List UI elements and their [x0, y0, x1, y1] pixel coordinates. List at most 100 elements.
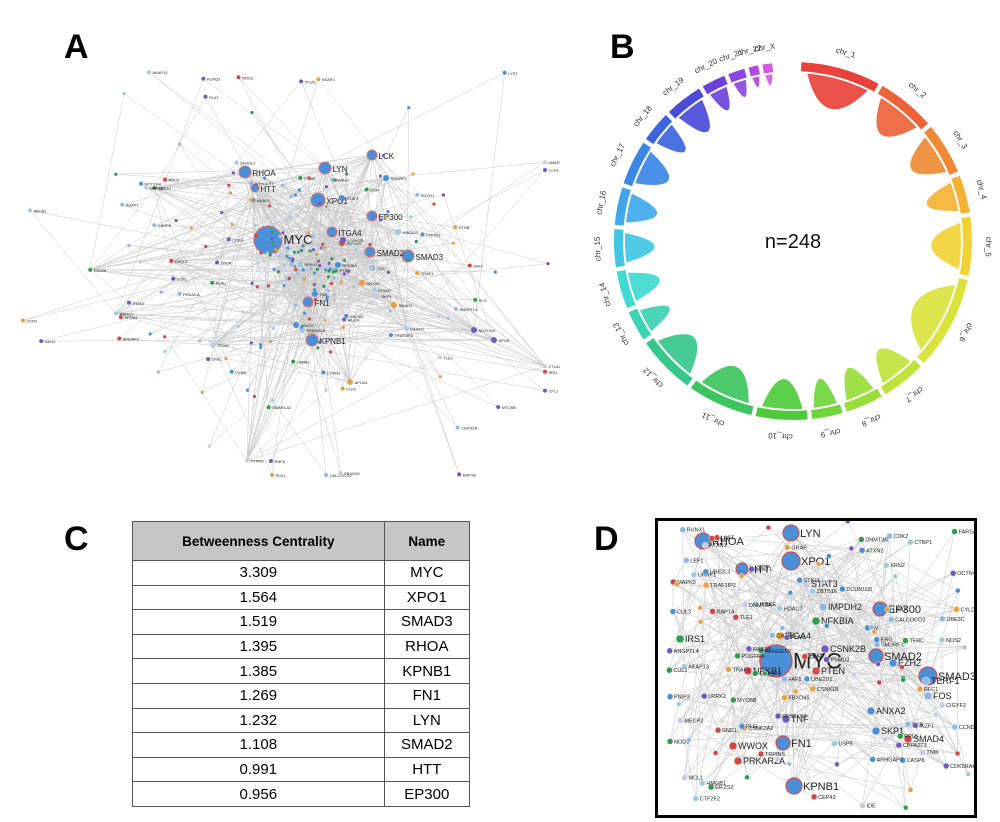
node-tnf	[312, 291, 318, 297]
panel-d-letter: D	[594, 520, 619, 558]
zoom-label-smurf1: SMURF1	[881, 643, 904, 649]
network-d-node	[954, 750, 961, 757]
network-a-node	[311, 248, 315, 252]
node-label-lyn: LYN	[333, 165, 348, 174]
node-ube2d1	[395, 229, 401, 235]
network-d-edge	[741, 726, 748, 778]
network-d-edge	[715, 575, 896, 754]
network-a-node	[312, 235, 316, 239]
network-a-edge	[288, 278, 495, 341]
chord-label-chr-1: chr_1	[835, 46, 857, 60]
network-a-edge	[289, 177, 387, 279]
network-a-edge	[154, 167, 326, 189]
network-a-edge	[371, 215, 412, 218]
table-cell-name: RHOA	[383, 633, 471, 660]
node-xpo1	[310, 192, 326, 208]
network-d-node	[881, 736, 888, 743]
network-a-edge	[361, 241, 417, 284]
node-smurf2	[117, 336, 122, 341]
chord-band-chr-20	[702, 75, 728, 95]
network-a-edge	[318, 273, 363, 284]
node-rhoa	[238, 165, 252, 179]
network-a-edge	[90, 269, 130, 303]
table-cell-value: 1.564	[132, 584, 385, 611]
network-a-edge	[406, 107, 409, 329]
network-a-edge	[225, 358, 351, 383]
network-d-edge	[813, 724, 909, 798]
network-d-edge	[669, 696, 958, 754]
network-a-node	[281, 183, 285, 187]
chord-band-chr-12	[645, 337, 693, 386]
network-d-node	[697, 605, 703, 611]
network-a-edge	[353, 251, 371, 287]
zoom-node-ube3c	[939, 615, 946, 623]
node-label-rnf6: RNF6	[274, 459, 285, 464]
zoom-node-cul3	[669, 608, 677, 615]
network-d-edge	[812, 591, 909, 740]
zoom-node-ube2d1	[803, 675, 811, 683]
zoom-node-l6st	[713, 534, 721, 541]
network-a-edge	[380, 175, 407, 329]
node-cdk4	[226, 237, 231, 242]
network-d-nodes: MYCXPO1SMAD3RHOAKPNB1FN1LYNSMAD2HTTEP300…	[666, 521, 974, 811]
zoom-label-impdh2: IMPDH2	[828, 602, 862, 612]
network-a-node	[451, 241, 456, 245]
network-a-edge	[246, 250, 311, 461]
zoom-node-irs1	[675, 634, 685, 644]
network-a-node	[263, 176, 267, 180]
network-a-edge	[314, 293, 439, 318]
zoom-node-xrn2	[882, 561, 890, 569]
chord-band-chr-3	[923, 126, 958, 176]
zoom-label-uhrf1: UHRF1	[698, 573, 716, 579]
network-d-edge	[768, 527, 957, 610]
chord-band-chr-17	[623, 142, 651, 187]
network-a-node	[318, 201, 322, 205]
network-d-edge	[669, 608, 881, 652]
table-cell-name: LYN	[383, 707, 471, 734]
network-d: MYCXPO1SMAD3RHOAKPNB1FN1LYNSMAD2HTTEP300…	[666, 521, 974, 811]
network-a-edge	[140, 183, 309, 303]
network-a-edge	[309, 250, 313, 341]
network-d-edge	[793, 606, 824, 787]
network-a-node	[290, 272, 294, 276]
network-a-edge	[238, 264, 339, 327]
network-d-edge	[876, 609, 957, 641]
network-a-edge	[369, 177, 387, 253]
network-a-edge	[410, 231, 495, 341]
node-label-apoa1: APOA1	[124, 315, 138, 320]
zoom-node-xpo1	[781, 551, 801, 571]
node-akap13	[146, 70, 151, 75]
network-a-node	[236, 324, 240, 328]
node-label-xpo1: XPO1	[327, 197, 349, 206]
network-a-node	[276, 270, 281, 274]
network-d-edge	[782, 742, 863, 806]
network-d-edge	[684, 611, 713, 778]
node-label-anxa2: ANXA2	[367, 281, 381, 286]
network-d-edge	[700, 550, 863, 622]
network-a-node	[316, 272, 320, 276]
network-a-node	[409, 215, 413, 219]
network-d-edge	[902, 679, 923, 753]
node-gna12	[330, 177, 335, 182]
node-label-ctla4: CTLA4	[549, 364, 561, 369]
network-d-edge	[702, 678, 808, 784]
node-label-tle1: TLE1	[444, 355, 454, 360]
table-cell-name: XPO1	[383, 584, 471, 611]
node-label-kcnq1: KCNQ1	[207, 77, 222, 82]
network-a-edge	[269, 205, 495, 341]
network-d-node	[762, 670, 768, 677]
zoom-label-rfc1: RFC1	[924, 687, 938, 693]
network-a-edge	[328, 270, 351, 383]
chord-band-chr-6	[917, 278, 968, 364]
node-label-myc: MYC	[284, 232, 313, 247]
network-a-edge	[473, 72, 505, 331]
network-d-edge	[790, 560, 957, 610]
node-label-smarca2: SMARCA2	[272, 405, 292, 410]
node-ptprd	[244, 458, 249, 463]
node-label-cfl1: CFL1	[549, 389, 560, 394]
network-a-edge	[288, 260, 407, 329]
network-a-node	[272, 222, 277, 227]
network-a-edge	[307, 268, 372, 303]
network-a-edge	[164, 336, 495, 341]
table-header-betweenness: Betweenness Centrality	[132, 521, 385, 561]
